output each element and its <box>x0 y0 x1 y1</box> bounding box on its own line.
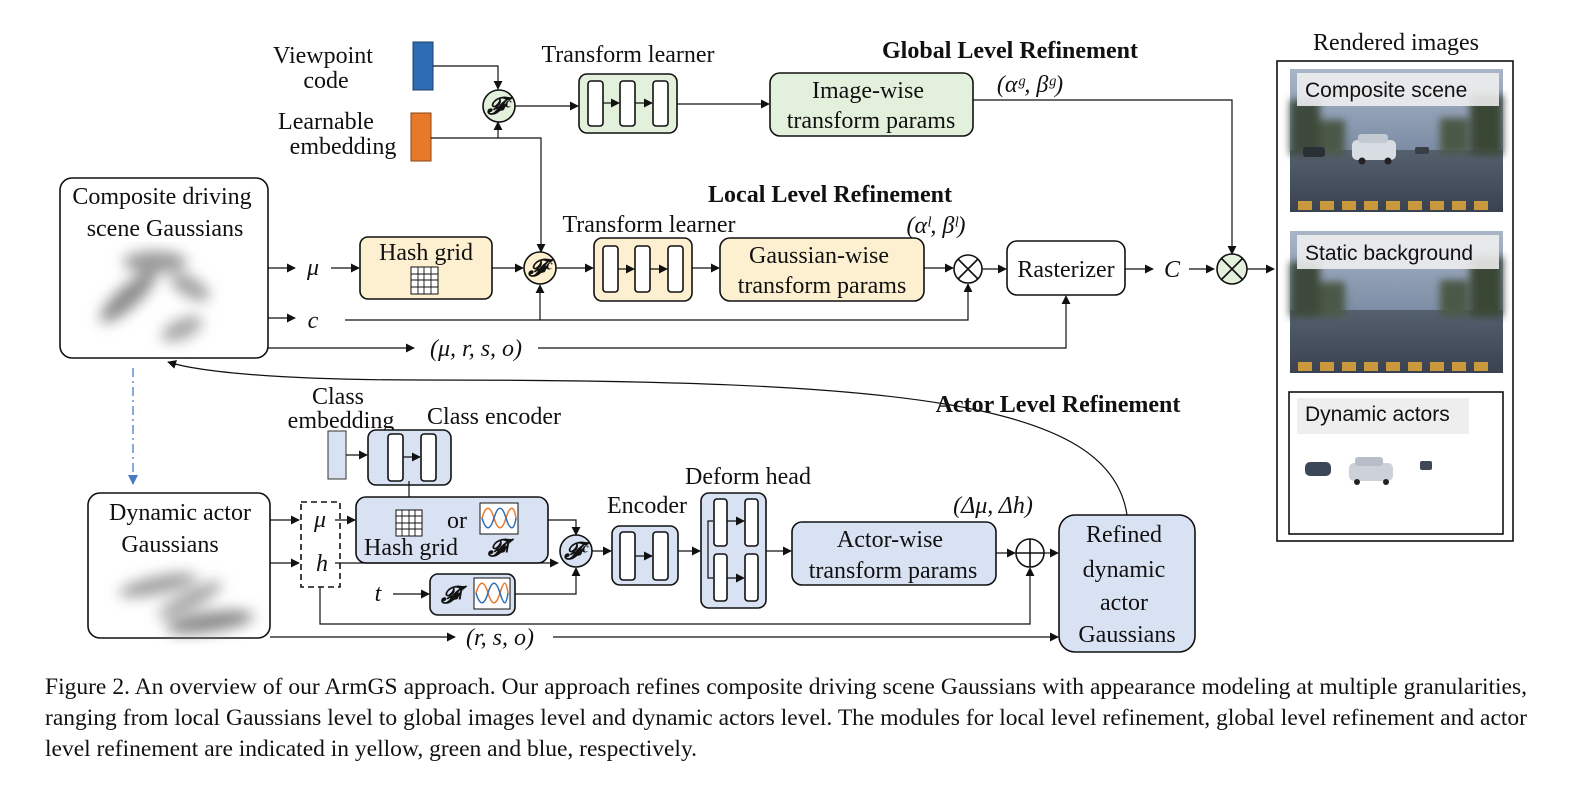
dynamic-actors-label-bg <box>1297 398 1469 434</box>
rendered-images-panel <box>1276 60 1514 542</box>
fourier-wave-icon <box>479 502 519 535</box>
refined-dynamic-actor-label: Refined dynamic actor Gaussians <box>1078 522 1175 648</box>
composite-mu: μ <box>306 255 319 281</box>
local-mlp-layers <box>602 245 684 293</box>
dynamic-gaussian-blobs <box>118 572 254 634</box>
actor-tuple: (r, s, o) <box>466 625 534 651</box>
encoder-label: Encoder <box>607 493 687 519</box>
actor-mu: μ <box>313 507 326 533</box>
class-encoder-layers <box>387 433 437 482</box>
class-encoder-label: Class encoder <box>427 404 561 430</box>
refined-dynamic-actor-gaussians <box>1058 514 1196 653</box>
global-fc-symbol: 𝓕ᶜ <box>486 94 514 120</box>
actor-h: h <box>316 551 328 577</box>
dynamic-actor-gaussians-label: Dynamic actor Gaussians <box>109 500 257 558</box>
output-c: C <box>1164 257 1181 283</box>
learnable-embedding-label: Learnable embedding <box>278 109 396 160</box>
composite-scene-label: Composite scene <box>1305 79 1467 102</box>
actor-title: Actor Level Refinement <box>936 392 1181 418</box>
gaussian-wise-params <box>719 237 925 302</box>
rendered-title: Rendered images <box>1313 30 1479 56</box>
local-fc-symbol: 𝓕ᶜ <box>527 256 555 282</box>
actor-encoder-layers <box>619 531 669 581</box>
actor-symbol: (Δμ, Δh) <box>953 493 1033 519</box>
actor-t: t <box>375 581 383 607</box>
composite-gaussian-blobs <box>100 251 210 342</box>
actor-fc-symbol: 𝓕ᶜ <box>563 539 591 565</box>
local-hash-grid-label: Hash grid <box>379 240 473 266</box>
rasterizer-label: Rasterizer <box>1017 257 1114 283</box>
deform-head-label: Deform head <box>685 464 811 490</box>
actor-or: or <box>447 508 467 534</box>
figure-caption: Figure 2. An overview of our ArmGS appro… <box>45 674 1527 762</box>
learnable-embedding-block <box>410 112 432 162</box>
final-multiply-node <box>1216 253 1248 285</box>
composite-scene-image <box>1290 69 1503 212</box>
local-symbol: (αˡ, βˡ) <box>906 213 965 239</box>
viewpoint-code-block <box>412 41 434 91</box>
static-background-image <box>1290 231 1503 373</box>
time-wave-icon <box>473 577 511 610</box>
global-title: Global Level Refinement <box>882 38 1138 64</box>
architecture-diagram: Viewpoint code Learnable embedding Globa… <box>59 30 1514 653</box>
dynamic-actor-gaussians-box <box>87 492 271 639</box>
dynamic-actor-cars <box>1305 457 1432 485</box>
static-background-label: Static background <box>1305 242 1473 265</box>
viewpoint-code-label: Viewpoint code <box>273 43 379 94</box>
image-wise-params <box>769 72 974 137</box>
gaussian-wise-params-label: Gaussian-wise transform params <box>738 243 907 299</box>
dynamic-actors-label: Dynamic actors <box>1305 403 1450 426</box>
actor-hash-grid-label: Hash grid <box>364 535 458 561</box>
image-wise-params-label: Image-wise transform params <box>787 78 956 134</box>
actor-wise-params-label: Actor-wise transform params <box>809 527 978 584</box>
rasterizer-box <box>1006 240 1126 296</box>
class-embedding-label: Class embedding <box>288 384 395 434</box>
local-hash-grid-icon <box>410 266 439 295</box>
class-embedding-block <box>327 430 347 480</box>
global-mlp-layers <box>587 80 669 127</box>
global-symbol: (αᵍ, βᵍ) <box>997 72 1063 98</box>
local-title: Local Level Refinement <box>708 182 952 208</box>
composite-tuple: (μ, r, s, o) <box>430 336 522 362</box>
actor-add-node <box>1015 538 1045 568</box>
local-transform-learner-label: Transform learner <box>562 212 735 238</box>
deform-head-layers <box>707 498 759 602</box>
composite-c: c <box>308 308 319 334</box>
local-multiply-node <box>953 254 983 284</box>
composite-gaussians-label: Composite driving scene Gaussians <box>72 184 257 242</box>
global-transform-learner-label: Transform learner <box>541 42 714 68</box>
actor-hash-grid-icon <box>395 509 423 537</box>
